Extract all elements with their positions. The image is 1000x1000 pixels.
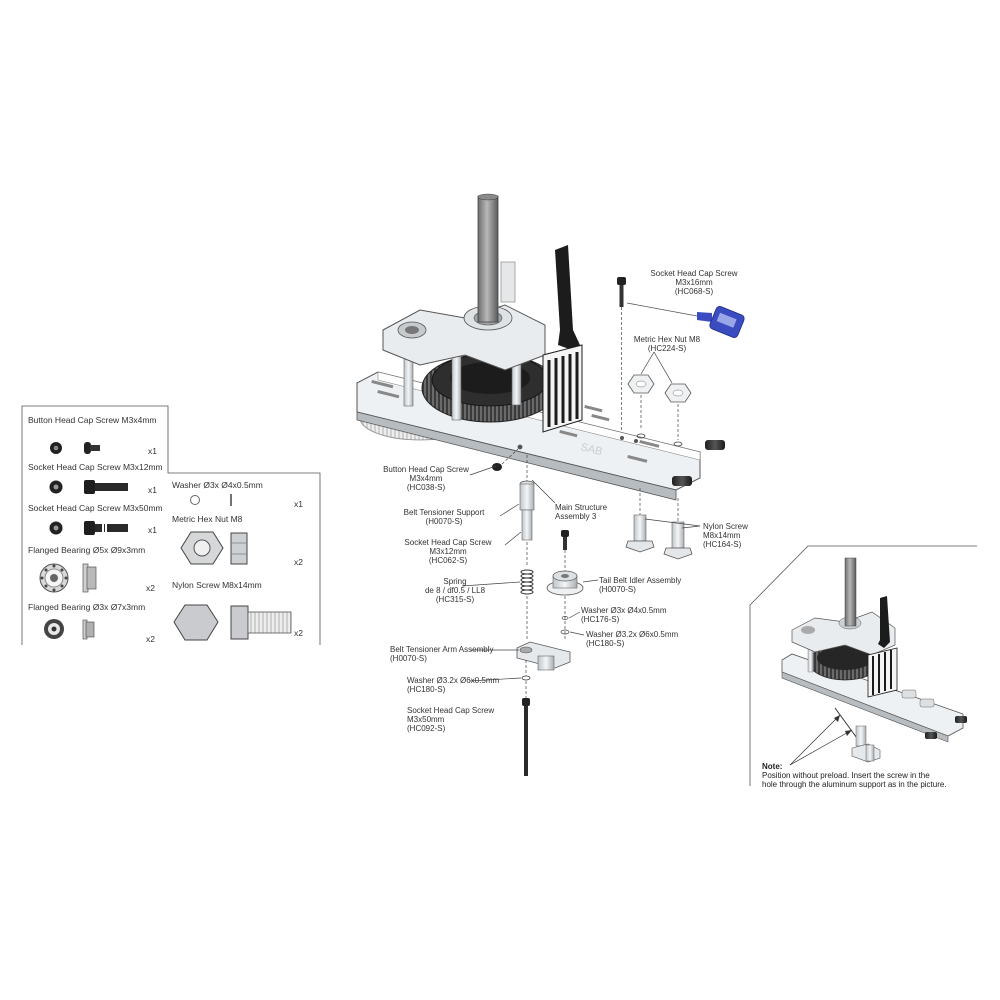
- belt-tensioner-arm-part: [516, 641, 571, 681]
- bom-m3x50-graphic: [49, 516, 128, 540]
- bom-washer-graphic: [190, 494, 232, 506]
- callout-washer-3x4: Washer Ø3x Ø4x0.5mm(HC176-S): [581, 606, 667, 624]
- bom-nylon-screw-graphic: [173, 604, 292, 641]
- spring-part: [520, 569, 534, 640]
- main-assembly: SAB: [356, 193, 725, 501]
- note-title: Note:: [762, 762, 783, 771]
- housing-mark: SAB: [579, 441, 603, 458]
- hex-nut-parts: [627, 374, 692, 447]
- bom-label-button-screw: Button Head Cap Screw M3x4mm: [28, 415, 157, 425]
- bom-hex-nut-graphic: [180, 531, 248, 565]
- note-line-2: hole through the aluminum support as in …: [762, 780, 947, 789]
- bom-qty-m3x12: x1: [148, 485, 157, 495]
- nylon-screw-parts: [625, 488, 693, 560]
- bom-qty-m3x50: x1: [148, 525, 157, 535]
- bom-label-bearing-5x9: Flanged Bearing Ø5x Ø9x3mm: [28, 545, 146, 555]
- bom-bearing-3x7-graphic: [44, 619, 95, 640]
- bom-label-m3x50: Socket Head Cap Screw M3x50mm: [28, 503, 163, 513]
- thread-lock-bottle-icon: [626, 302, 745, 338]
- bom-qty-button-screw: x1: [148, 446, 157, 456]
- leader-lines: [461, 351, 701, 682]
- bom-qty-bearing-3x7: x2: [146, 634, 155, 644]
- bom-label-bearing-3x7: Flanged Bearing Ø3x Ø7x3mm: [28, 602, 146, 612]
- screw-m3x12-part: [561, 530, 569, 572]
- bom-label-washer: Washer Ø3x Ø4x0.5mm: [172, 480, 263, 490]
- bom-button-screw-graphic: [50, 442, 100, 454]
- tail-idler-part: [546, 570, 584, 640]
- callout-belt-tensioner-support: Belt Tensioner Support(H0070-S): [403, 508, 485, 526]
- screw-m3x16-part: [617, 277, 626, 432]
- screw-m3x50-part: [522, 681, 530, 776]
- callout-washer-32x6-left: Washer Ø3.2x Ø6x0.5mm(HC180-S): [407, 676, 500, 694]
- note-assembly-illustration: [781, 557, 967, 766]
- bom-label-hex-nut: Metric Hex Nut M8: [172, 514, 243, 524]
- bom-qty-hex-nut: x2: [294, 557, 303, 567]
- bom-label-nylon-screw: Nylon Screw M8x14mm: [172, 580, 262, 590]
- button-screw-part: [492, 448, 519, 471]
- belt-tensioner-support-part: [519, 455, 535, 566]
- note-text: Note: Position without preload. Insert t…: [762, 762, 947, 789]
- note-line-1: Position without preload. Insert the scr…: [762, 771, 930, 780]
- bom-label-m3x12: Socket Head Cap Screw M3x12mm: [28, 462, 163, 472]
- bom-qty-bearing-5x9: x2: [146, 583, 155, 593]
- bom-qty-nylon-screw: x2: [294, 628, 303, 638]
- bom-m3x12-graphic: [49, 480, 128, 494]
- bom-qty-washer: x1: [294, 499, 303, 509]
- callout-hex-nut-m8: Metric Hex Nut M8(HC224-S): [633, 335, 701, 353]
- bom-bearing-5x9-graphic: [39, 563, 97, 593]
- bom-frame: [21, 405, 321, 645]
- callout-washer-32x6-right: Washer Ø3.2x Ø6x0.5mm(HC180-S): [586, 630, 679, 648]
- callout-belt-tensioner-arm: Belt Tensioner Arm Assembly(H0070-S): [390, 645, 494, 663]
- callout-tail-idler: Tail Belt Idler Assembly(H0070-S): [599, 576, 682, 594]
- note-frame: [749, 545, 977, 786]
